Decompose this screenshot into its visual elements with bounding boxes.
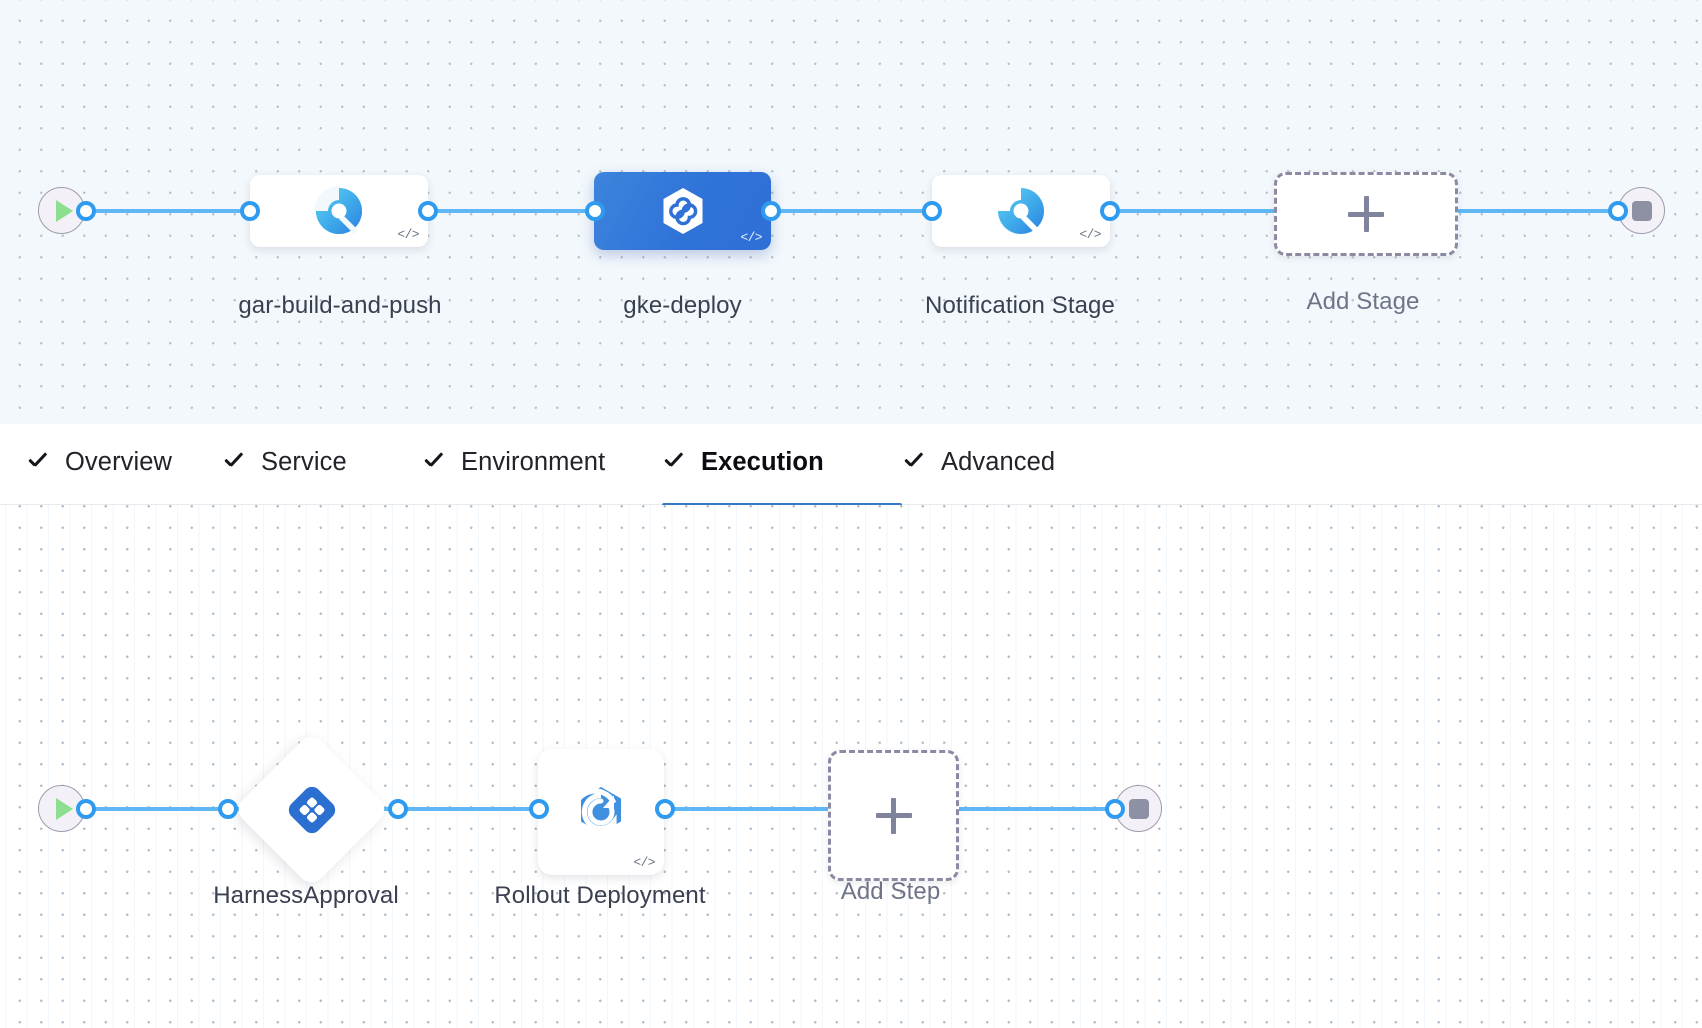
link-stage-1-to-stage-2 [415, 209, 600, 213]
stop-icon [1631, 200, 1652, 221]
stage-2-input-port[interactable] [585, 201, 605, 221]
tab-label: Advanced [941, 447, 1056, 476]
stage-config-tabs: Overview Service Environment Execution A… [0, 422, 1702, 507]
plus-icon [875, 797, 912, 834]
stage-label-notification-stage: Notification Stage [925, 292, 1115, 319]
tab-label: Overview [65, 447, 173, 476]
rollout-deployment-icon [571, 787, 621, 836]
stage-node-gar-build-and-push[interactable]: </> [250, 175, 428, 247]
step-2-input-port[interactable] [529, 799, 549, 819]
tab-advanced[interactable]: Advanced [902, 422, 1122, 507]
harness-approval-icon [256, 754, 367, 865]
tab-label: Execution [701, 447, 824, 476]
stage-2-output-port[interactable] [761, 201, 781, 221]
stage-label-gke-deploy: gke-deploy [623, 292, 742, 319]
step-node-rollout-deployment[interactable]: </> [538, 749, 664, 875]
tab-service[interactable]: Service [222, 422, 422, 507]
stage-1-input-port[interactable] [240, 201, 260, 221]
play-icon [55, 199, 73, 222]
step-label-rollout-deployment: Rollout Deployment [494, 882, 706, 909]
stage-3-input-port[interactable] [922, 201, 942, 221]
check-icon [222, 450, 247, 475]
stage-end-port[interactable] [1608, 201, 1628, 221]
link-stage-3-to-add-stage [1095, 209, 1275, 213]
add-stage-button[interactable] [1274, 172, 1458, 256]
add-stage-label: Add Stage [1306, 288, 1420, 315]
stage-3-output-port[interactable] [1100, 201, 1120, 221]
step-row: HarnessApproval </> Rollout Deployment A [0, 505, 1702, 1028]
link-start-to-stage-1 [70, 209, 250, 213]
tab-label: Service [261, 447, 347, 476]
stop-icon [1128, 798, 1149, 819]
link-start-to-step-1 [70, 807, 250, 811]
step-label-harness-approval: HarnessApproval [213, 882, 399, 909]
yaml-code-badge[interactable]: </> [397, 227, 419, 242]
check-icon [422, 450, 447, 475]
step-1-output-port[interactable] [388, 799, 408, 819]
step-node-harness-approval[interactable] [233, 731, 390, 888]
tab-label: Environment [461, 447, 606, 476]
stage-graph-canvas[interactable]: </> gar-build-and-push </> gke-deploy [0, 0, 1702, 424]
ci-build-icon [314, 186, 362, 234]
link-stage-2-to-stage-3 [760, 209, 932, 213]
check-icon [902, 450, 927, 475]
step-end-port[interactable] [1105, 799, 1125, 819]
stage-label-gar-build-and-push: gar-build-and-push [238, 292, 442, 319]
step-start-port[interactable] [76, 799, 96, 819]
add-step-button[interactable] [828, 750, 959, 881]
tab-execution[interactable]: Execution [662, 422, 902, 507]
yaml-code-badge[interactable]: </> [633, 855, 655, 870]
link-step-1-to-step-2 [370, 807, 545, 811]
stage-node-gke-deploy[interactable]: </> [594, 172, 771, 250]
stage-1-output-port[interactable] [418, 201, 438, 221]
step-1-input-port[interactable] [218, 799, 238, 819]
tab-active-underline [662, 502, 902, 507]
execution-graph-canvas[interactable]: HarnessApproval </> Rollout Deployment A [0, 505, 1702, 1028]
check-icon [26, 450, 51, 475]
link-add-stage-to-end [1440, 209, 1620, 213]
stage-row: </> gar-build-and-push </> gke-deploy [0, 0, 1702, 424]
harness-hexagon-icon [663, 188, 702, 234]
step-2-output-port[interactable] [655, 799, 675, 819]
stage-node-notification-stage[interactable]: </> [932, 175, 1110, 247]
yaml-code-badge[interactable]: </> [1079, 227, 1101, 242]
play-icon [55, 797, 73, 820]
stage-start-port[interactable] [76, 201, 96, 221]
add-step-label: Add Step [840, 878, 941, 905]
yaml-code-badge[interactable]: </> [740, 230, 762, 245]
tab-environment[interactable]: Environment [422, 422, 662, 507]
link-step-2-to-add-step [660, 807, 840, 811]
plus-icon [1348, 196, 1384, 232]
link-add-step-to-end [952, 807, 1117, 811]
tab-overview[interactable]: Overview [26, 422, 222, 507]
ci-build-icon [996, 186, 1044, 234]
check-icon [662, 450, 687, 475]
